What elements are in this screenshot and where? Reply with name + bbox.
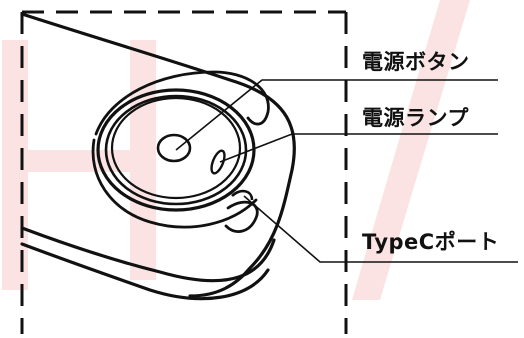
background-watermark — [2, 0, 470, 300]
power-lamp — [210, 149, 226, 175]
label-power-lamp: 電源ランプ — [362, 106, 469, 130]
label-power-button: 電源ボタン — [362, 50, 470, 74]
leader-lines — [175, 79, 518, 263]
dashed-boundary — [20, 10, 348, 334]
leader-power-button — [175, 79, 498, 151]
leader-typec-port — [243, 195, 518, 263]
label-typec-port: TypeCポート — [362, 230, 500, 254]
power-button — [156, 133, 192, 163]
leader-power-lamp — [219, 133, 498, 163]
knob — [96, 88, 256, 212]
typec-port — [231, 189, 254, 201]
knob-recess — [91, 70, 270, 233]
device-body-outline — [20, 12, 296, 301]
